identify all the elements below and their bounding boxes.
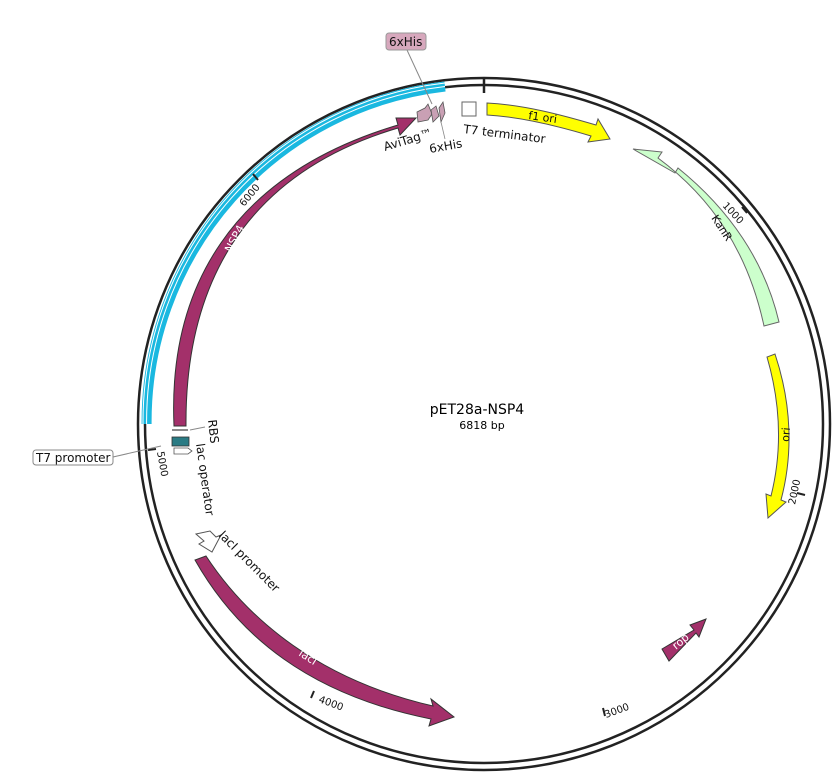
feature-kanr[interactable] [632,148,780,327]
feature-nsp4[interactable] [173,117,418,427]
feature-6xhis-inner-label: 6xHis [428,136,463,156]
6xhis-callout-box[interactable] [385,32,427,51]
feature-f1-ori-label: f1 ori [528,109,558,126]
tick-label-3000: 3000 [603,702,631,721]
plasmid-length: 6818 bp [459,419,504,432]
tick-mark-3000 [602,707,606,717]
feature-lac-operator-label: lac operator [193,442,217,516]
rbs-leader [189,426,206,431]
tick-mark-5000 [147,448,157,451]
feature-lac-operator[interactable] [171,436,190,447]
insert-region-arc-lines-2 [142,82,446,425]
feature-ori-label: ori [779,427,793,442]
feature-t7-terminator-label: T7 terminator [462,122,547,146]
t7-promoter-leader [112,445,162,458]
t7-promoter-box[interactable] [32,449,114,466]
feature-laci[interactable] [194,555,456,727]
feature-f1-ori[interactable] [486,102,611,143]
feature-avitag[interactable] [416,103,433,123]
feature-ori[interactable] [765,353,790,520]
tick-mark-2000 [796,492,806,496]
insert-region-arc-lines [146,86,446,425]
6xhis-callout-leader [406,49,433,105]
t7-promoter-label: T7 promoter [35,451,111,465]
tick-mark-4000 [310,690,315,699]
feature-t7-terminator[interactable] [461,101,477,117]
tick-label-5000: 5000 [154,451,169,478]
tick-mark-1000 [741,206,748,214]
tick-mark-6000 [252,173,259,181]
plasmid-name: pET28a-NSP4 [430,402,525,418]
tick-label-2000: 2000 [787,478,803,505]
feature-lac-operator-arrow [173,447,193,455]
feature-rop[interactable] [661,618,707,662]
6xhis-inner-leader [440,121,446,140]
feature-6xhis-a[interactable] [430,105,440,123]
6xhis-callout-label: 6xHis [389,35,422,49]
feature-rbs-label: RBS [205,419,221,444]
tick-label-4000: 4000 [317,694,345,713]
feature-6xhis-b[interactable] [438,100,446,124]
feature-laci-promoter[interactable] [194,530,223,553]
